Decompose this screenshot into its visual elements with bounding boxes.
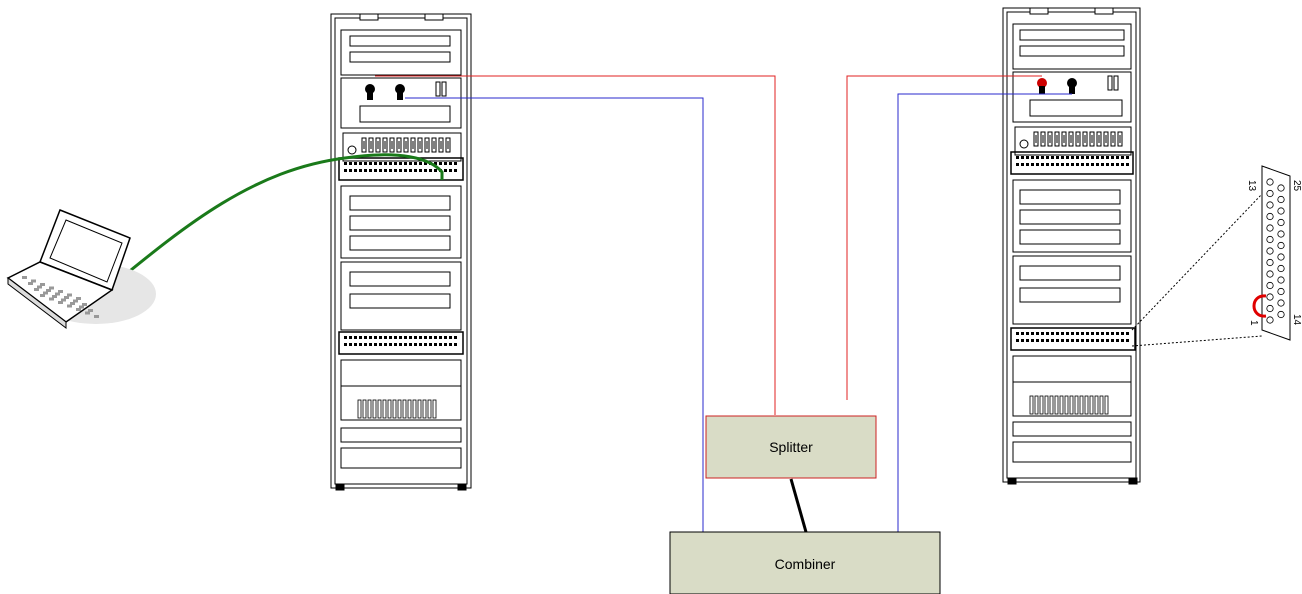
- rack-right: [1002, 7, 1141, 485]
- rack-left: [330, 13, 472, 491]
- splitter-box[interactable]: Splitter: [705, 415, 877, 479]
- splitter-combiner-link: [789, 478, 808, 533]
- red-cable-left: [375, 75, 776, 415]
- loopback-icon: [1252, 294, 1267, 318]
- blue-cable-left: [405, 97, 704, 532]
- blue-cable-right: [897, 93, 1072, 532]
- splitter-label: Splitter: [769, 439, 813, 455]
- green-cable: [103, 153, 444, 294]
- callout-line-bottom: [1131, 335, 1263, 347]
- laptop-icon: [6, 209, 156, 330]
- combiner-box[interactable]: Combiner: [669, 531, 941, 594]
- pin-label-1: 1: [1248, 320, 1259, 326]
- callout-line-top: [1131, 193, 1263, 331]
- pin-label-25: 25: [1291, 180, 1302, 192]
- pin-label-13: 13: [1246, 180, 1257, 192]
- pin-label-14: 14: [1291, 314, 1302, 326]
- db25-connector: 13 1 25 14: [1246, 165, 1302, 341]
- red-cable-right: [846, 75, 1042, 400]
- combiner-label: Combiner: [775, 556, 836, 572]
